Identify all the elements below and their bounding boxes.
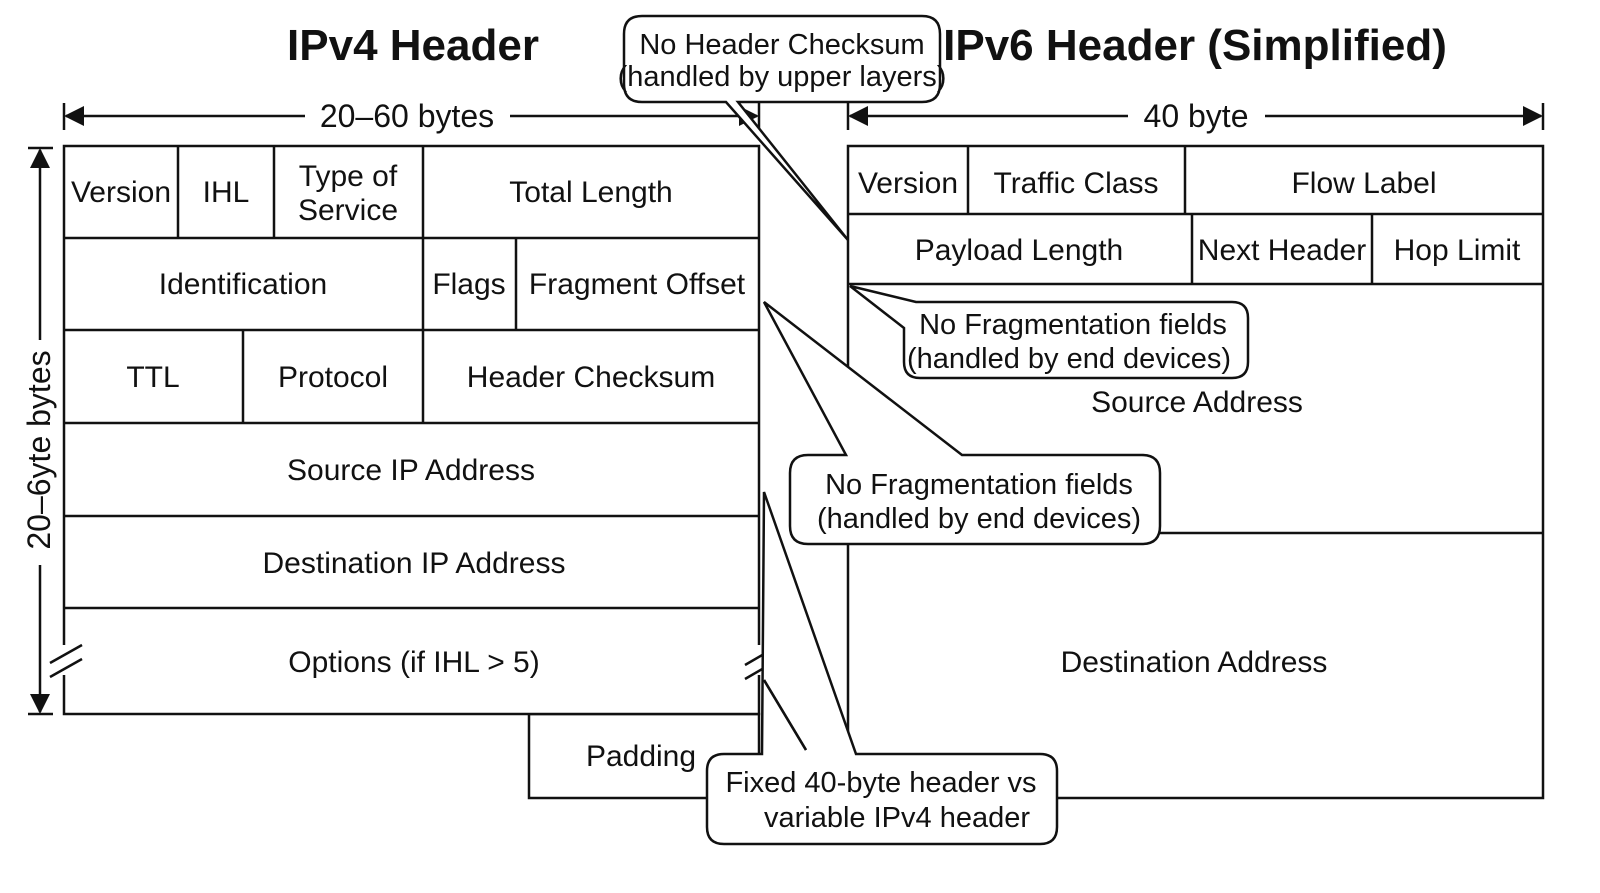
callout-no-header-checksum: No Header Checksum (handled by upper lay… xyxy=(618,14,947,241)
callout-no-fragmentation-middle-line1: No Fragmentation fields xyxy=(825,469,1133,501)
ipv6-width-dimension: 40 byte xyxy=(846,98,1545,134)
callout-fixed-header: Fixed 40-byte header vs variable IPv4 he… xyxy=(705,491,1059,846)
ipv4-field-ttl: TTL xyxy=(126,361,179,394)
ipv6-width-label: 40 byte xyxy=(1144,98,1249,134)
callout-no-fragmentation-middle: No Fragmentation fields (handled by end … xyxy=(762,301,1162,546)
callout-no-header-checksum-line2: (handled by upper layers) xyxy=(618,61,947,93)
ipv4-width-dimension: 20–60 bytes xyxy=(62,98,761,134)
ipv4-field-destination-ip: Destination IP Address xyxy=(263,547,566,580)
callout-no-fragmentation-ipv6: No Fragmentation fields (handled by end … xyxy=(849,284,1250,380)
ipv4-field-tos-line2: Service xyxy=(298,194,398,227)
ipv4-padding-label: Padding xyxy=(586,740,696,773)
ipv6-field-source-address: Source Address xyxy=(1091,386,1303,419)
ipv6-title: IPv6 Header (Simplified) xyxy=(943,21,1447,70)
ipv6-field-traffic-class: Traffic Class xyxy=(993,167,1158,200)
callout-no-fragmentation-ipv6-line2: (handled by end devices) xyxy=(907,343,1231,375)
ipv4-width-label: 20–60 bytes xyxy=(320,98,494,134)
callout-no-header-checksum-line1: No Header Checksum xyxy=(639,29,924,61)
ipv4-title: IPv4 Header xyxy=(287,21,539,70)
ipv4-field-source-ip: Source IP Address xyxy=(287,454,535,487)
ipv6-field-next-header: Next Header xyxy=(1198,234,1366,267)
ipv6-field-payload-length: Payload Length xyxy=(915,234,1124,267)
ipv6-field-destination-address: Destination Address xyxy=(1061,646,1328,679)
ipv4-header-table: Padding Version IHL Type of Servic xyxy=(45,144,778,800)
ipv4-height-dimension: 20–6yte bytes xyxy=(21,146,57,716)
callout-fixed-header-line2: variable IPv4 header xyxy=(764,802,1030,834)
ipv6-field-hop-limit: Hop Limit xyxy=(1394,234,1521,267)
ipv4-field-ihl: IHL xyxy=(203,176,250,209)
ipv4-field-header-checksum: Header Checksum xyxy=(467,361,715,394)
ipv4-field-total-length: Total Length xyxy=(509,176,672,209)
ipv4-field-version: Version xyxy=(71,176,171,209)
ipv4-field-identification: Identification xyxy=(159,268,327,301)
callout-no-fragmentation-ipv6-line1: No Fragmentation fields xyxy=(919,309,1227,341)
ipv4-field-options: Options (if IHL > 5) xyxy=(288,646,539,679)
callout-no-fragmentation-middle-line2: (handled by end devices) xyxy=(817,503,1141,535)
ipv4-field-flags: Flags xyxy=(432,268,505,301)
break-mark-left xyxy=(45,643,85,679)
ipv4-field-fragment-offset: Fragment Offset xyxy=(529,268,746,301)
callout-fixed-header-line1: Fixed 40-byte header vs xyxy=(725,767,1036,799)
ipv4-field-protocol: Protocol xyxy=(278,361,388,394)
ipv4-height-label: 20–6yte bytes xyxy=(21,350,57,549)
ipv4-field-tos-line1: Type of xyxy=(299,160,398,193)
ipv6-field-version: Version xyxy=(858,167,958,200)
ipv6-field-flow-label: Flow Label xyxy=(1291,167,1436,200)
